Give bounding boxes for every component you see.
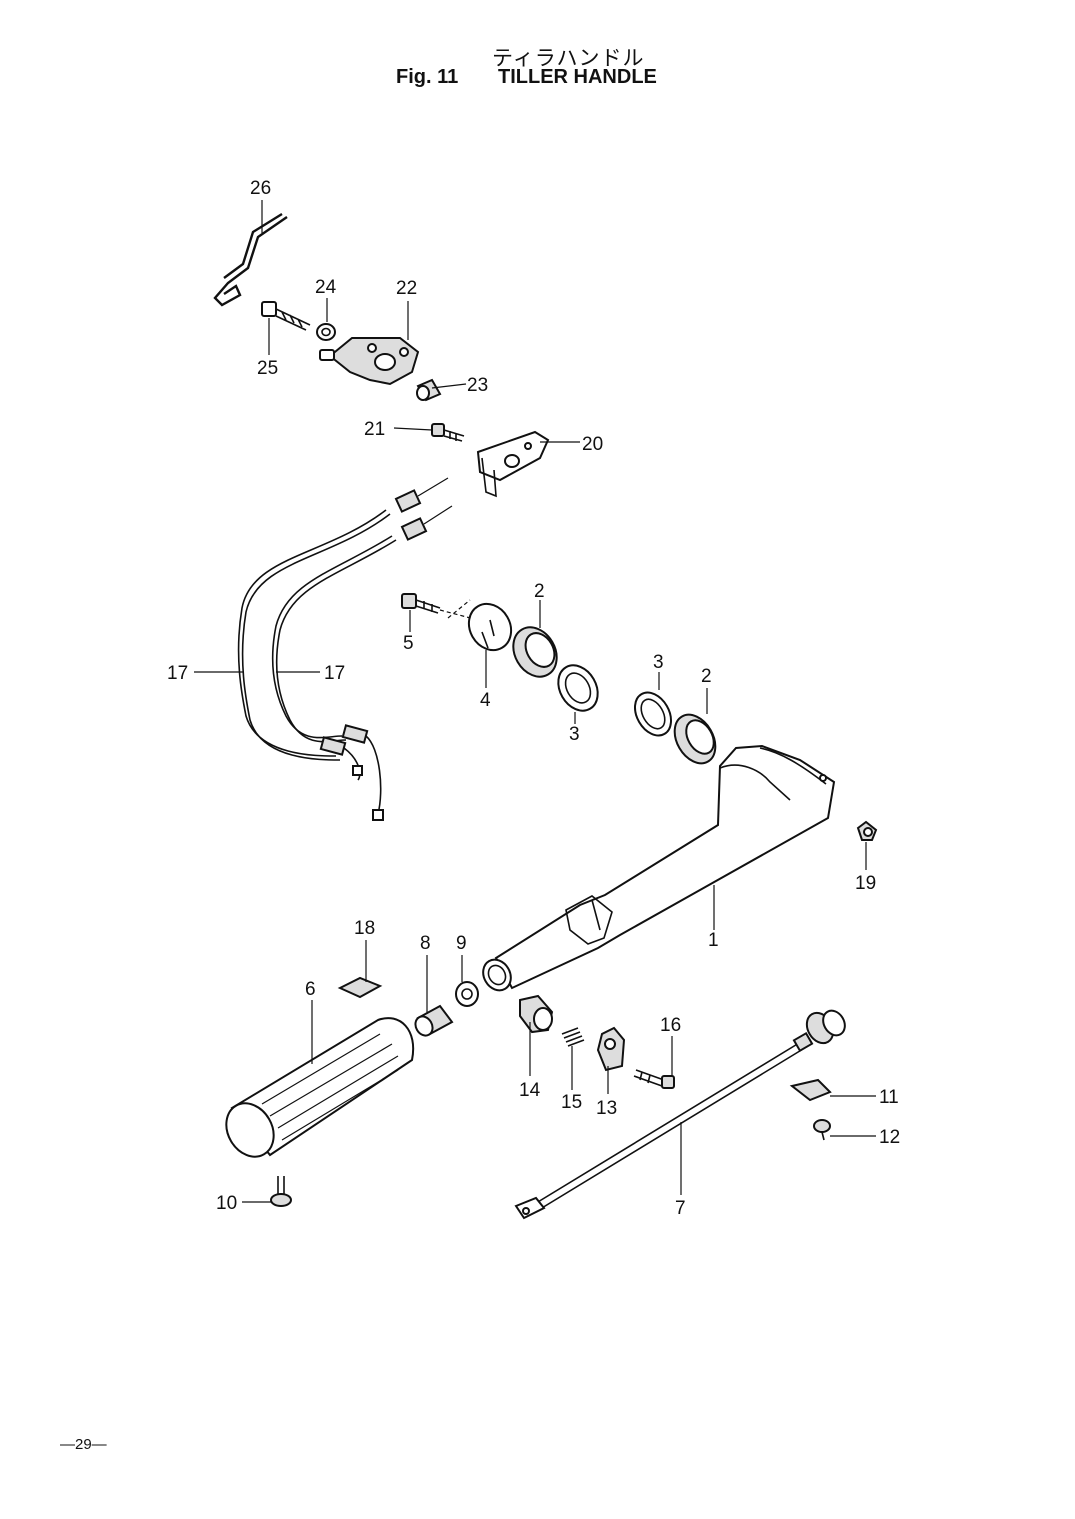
callout-26: 26 [250, 178, 271, 199]
page-number: —29— [60, 1436, 107, 1453]
callout-15: 15 [561, 1092, 582, 1113]
part-3-washer-lower [633, 691, 673, 737]
callout-19: 19 [855, 873, 876, 894]
callout-labels: 26 24 22 25 23 21 20 2 5 17 17 4 3 3 2 1… [167, 178, 900, 1219]
part-26-wire-clip [213, 212, 288, 307]
part-20-plate [476, 430, 550, 498]
callout-9: 9 [456, 933, 467, 954]
callout-24: 24 [315, 277, 337, 298]
callout-3-lower: 3 [653, 652, 664, 673]
part-14-friction-piece [519, 994, 554, 1034]
callout-2-lower: 2 [701, 666, 712, 687]
part-4-disc [467, 602, 513, 652]
part-16-bolt [633, 1069, 675, 1089]
callout-17-right: 17 [324, 663, 345, 684]
part-5-bolt [401, 593, 479, 621]
part-2-bushing-lower [673, 713, 717, 765]
callout-22: 22 [396, 278, 417, 299]
callout-6: 6 [305, 979, 316, 1000]
callout-5: 5 [403, 633, 414, 654]
callout-13: 13 [596, 1098, 617, 1119]
callout-1: 1 [708, 930, 719, 951]
part-19-screw [856, 820, 878, 841]
callout-12: 12 [879, 1127, 900, 1148]
part-15-spring [561, 1027, 585, 1047]
part-23-collar [416, 378, 442, 402]
figure-number: Fig. 11 [396, 66, 459, 88]
callout-7: 7 [675, 1198, 686, 1219]
part-9-washer [455, 981, 479, 1007]
callout-17-left: 17 [167, 663, 188, 684]
callout-20: 20 [582, 434, 603, 455]
callout-4: 4 [480, 690, 491, 711]
part-12-screw [813, 1119, 831, 1141]
figure-title: TILLER HANDLE [498, 66, 657, 88]
part-6-grip [225, 1017, 415, 1158]
callout-21: 21 [364, 419, 385, 440]
part-3-washer-upper [557, 664, 599, 712]
callout-25: 25 [257, 358, 278, 379]
part-18-label [337, 976, 383, 999]
callout-18: 18 [354, 918, 375, 939]
callout-8: 8 [420, 933, 431, 954]
callout-3-upper: 3 [569, 724, 580, 745]
part-7-throttle-rod [514, 1009, 846, 1220]
part-24-washer [316, 323, 336, 341]
japanese-title: ティラハンドル [492, 47, 645, 70]
callout-11: 11 [879, 1087, 899, 1108]
leader-lines [194, 200, 876, 1203]
part-22-bracket [319, 337, 420, 386]
callout-10: 10 [216, 1193, 237, 1214]
part-10-screw [270, 1176, 292, 1207]
callout-14: 14 [519, 1080, 541, 1101]
callout-16: 16 [660, 1015, 681, 1036]
callout-2-upper: 2 [534, 581, 545, 602]
part-2-bushing-upper [512, 626, 558, 678]
part-13-clamp [596, 1026, 626, 1072]
part-1-tiller-arm [482, 744, 836, 992]
part-11-plate [789, 1078, 832, 1102]
part-25-bolt [261, 301, 311, 331]
part-21-bolt [431, 423, 465, 442]
part-17-throttle-cables [237, 477, 453, 821]
part-8-collar [414, 1004, 454, 1037]
callout-23: 23 [467, 375, 488, 396]
